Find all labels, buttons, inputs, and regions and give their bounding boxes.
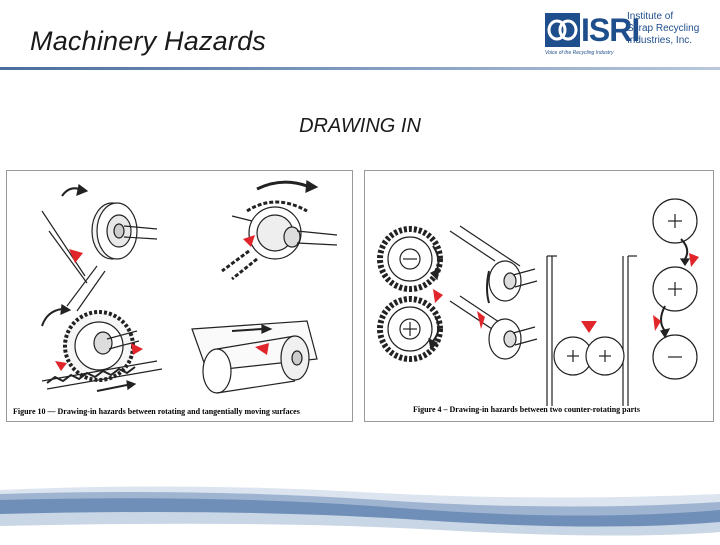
sprocket-chain-illustration	[221, 179, 338, 281]
stacked-rollers-illustration	[652, 198, 698, 380]
header-divider	[0, 67, 720, 70]
figure-right-caption: Figure 4 – Drawing-in hazards between tw…	[413, 405, 640, 414]
logo-line-3: Industries, Inc.	[627, 35, 693, 46]
footer-wave-decoration	[0, 480, 720, 540]
belt-roller-illustration	[191, 320, 318, 394]
hazard-point-roller	[255, 343, 269, 355]
hazard-point-stacked-bottom	[653, 315, 661, 331]
section-heading: DRAWING IN	[299, 115, 421, 137]
isri-logo: ISRI Institute of Scrap Recycling Indust…	[545, 10, 715, 60]
slide-title: Machinery Hazards	[30, 26, 266, 56]
hazard-point-rollers	[477, 311, 485, 329]
logo-line-2: Scrap Recycling	[627, 23, 700, 34]
isri-logo-mark-icon	[545, 13, 580, 47]
logo-org-name: Institute of Scrap Recycling Industries,…	[627, 11, 699, 47]
logo-wordmark: ISRI	[581, 12, 640, 48]
logo-tagline: Voice of the Recycling Industry	[545, 50, 614, 56]
hazard-point-gears	[433, 289, 443, 303]
hazard-point-nip	[581, 321, 597, 333]
figure-rotating-tangential: Figure 10 — Drawing-in hazards between r…	[6, 170, 353, 422]
figure-counter-rotating: Figure 4 – Drawing-in hazards between tw…	[364, 170, 714, 422]
hazard-point-pulley	[69, 249, 83, 263]
counter-rollers-illustration	[449, 225, 538, 360]
hazard-point-gear-left	[55, 361, 67, 371]
logo-line-1: Institute of	[627, 11, 674, 22]
hazard-point-gear-right	[131, 343, 143, 355]
figure-left-caption: Figure 10 — Drawing-in hazards between r…	[13, 407, 300, 416]
hazard-point-sprocket	[243, 235, 255, 247]
meshing-gears-illustration	[377, 226, 443, 362]
hazard-point-stacked-top	[689, 253, 699, 267]
gear-rack-illustration	[41, 303, 163, 392]
pulley-belt-illustration	[41, 183, 158, 312]
nip-rollers-illustration	[546, 255, 637, 406]
